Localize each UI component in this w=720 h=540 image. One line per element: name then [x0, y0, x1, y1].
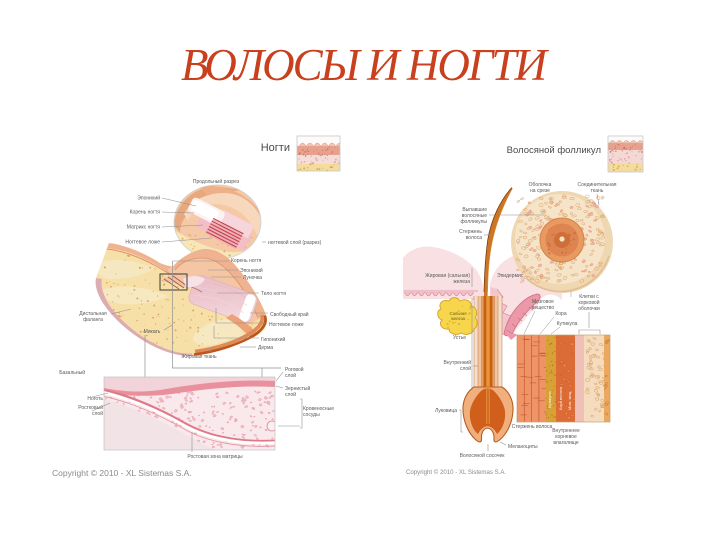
svg-text:Матрикс ногтя: Матрикс ногтя: [127, 225, 161, 231]
svg-text:Соединительная: Соединительная: [578, 182, 617, 188]
svg-text:Ногтевое ложе: Ногтевое ложе: [125, 240, 160, 246]
svg-text:Эпонихий: Эпонихий: [240, 267, 263, 274]
svg-text:Мякоть: Мякоть: [144, 329, 161, 335]
svg-text:Базальный: Базальный: [59, 369, 85, 376]
svg-text:Кровеносные: Кровеносные: [303, 406, 334, 412]
svg-text:оболочки: оболочки: [578, 306, 600, 312]
svg-text:слой: слой: [460, 365, 471, 372]
svg-text:вещество: вещество: [532, 305, 555, 311]
svg-text:Мозг. вещ.: Мозг. вещ.: [567, 391, 572, 410]
svg-text:ногтевой слой (разрез): ногтевой слой (разрез): [268, 239, 322, 246]
svg-text:слой: слой: [285, 372, 296, 379]
svg-text:Кора волоса: Кора волоса: [558, 386, 563, 410]
svg-text:Свободный край: Свободный край: [270, 311, 309, 318]
svg-text:Сальная: Сальная: [450, 311, 467, 316]
svg-text:Волосяной фолликул: Волосяной фолликул: [507, 145, 601, 156]
svg-text:Дерма: Дерма: [258, 345, 273, 351]
svg-text:Роговой: Роговой: [285, 366, 304, 373]
svg-text:фаланга: фаланга: [83, 317, 103, 323]
svg-text:корковой: корковой: [578, 299, 599, 306]
svg-text:сосуды: сосуды: [303, 412, 320, 418]
svg-text:Ногти: Ногти: [261, 142, 290, 154]
svg-text:на срезе: на срезе: [530, 188, 550, 194]
svg-text:Кора: Кора: [555, 311, 566, 317]
svg-text:Ногтевое ложе: Ногтевое ложе: [269, 322, 304, 328]
svg-text:корневое: корневое: [555, 434, 577, 440]
svg-text:Стержень волоса: Стержень волоса: [512, 424, 553, 430]
svg-text:Жировая ткань: Жировая ткань: [181, 354, 217, 360]
svg-text:Луночка: Луночка: [243, 275, 262, 281]
svg-text:Кутикула: Кутикула: [557, 321, 578, 327]
svg-text:Copyright © 2010 - XL Sistemas: Copyright © 2010 - XL Sistemas S.A.: [406, 469, 506, 476]
svg-text:железа: железа: [453, 279, 470, 285]
svg-text:Мозговое: Мозговое: [532, 299, 554, 305]
svg-text:Эпидермис: Эпидермис: [497, 273, 524, 279]
svg-text:Оболочка: Оболочка: [529, 182, 552, 188]
svg-text:Устье: Устье: [453, 335, 466, 341]
svg-text:Продольный разрез: Продольный разрез: [193, 178, 240, 185]
svg-text:Эпонихий: Эпонихий: [137, 195, 160, 202]
svg-text:Луковица: Луковица: [435, 408, 457, 414]
svg-text:ВОЛОСЫ И НОГТИ: ВОЛОСЫ И НОГТИ: [181, 40, 550, 90]
svg-text:ткань: ткань: [591, 188, 604, 194]
svg-text:Корень ногтя: Корень ногтя: [130, 210, 161, 216]
svg-text:Стержень: Стержень: [459, 229, 482, 235]
svg-text:Жировая (сальная): Жировая (сальная): [425, 273, 470, 279]
svg-text:Клетки с: Клетки с: [579, 294, 599, 300]
svg-text:Внутреннее: Внутреннее: [552, 428, 580, 434]
svg-text:Зернистый: Зернистый: [285, 385, 311, 392]
svg-text:Ростковый: Ростковый: [78, 404, 103, 411]
svg-text:влагалище: влагалище: [553, 440, 579, 446]
svg-text:Гипонихий: Гипонихий: [261, 336, 286, 343]
svg-text:железа: железа: [451, 316, 466, 321]
svg-text:Выпавшие: Выпавшие: [462, 207, 487, 213]
svg-text:Внутренний: Внутренний: [443, 359, 471, 366]
svg-text:волоса: волоса: [466, 235, 483, 241]
svg-text:Меланоциты: Меланоциты: [508, 444, 538, 450]
svg-text:Кутикула: Кутикула: [547, 391, 552, 408]
svg-text:Волосяной сосочек: Волосяной сосочек: [460, 452, 506, 459]
svg-text:Дистальная: Дистальная: [79, 311, 107, 317]
svg-text:Ноготь: Ноготь: [87, 396, 103, 402]
svg-text:слой: слой: [285, 391, 296, 398]
svg-text:Copyright © 2010 - XL Sistemas: Copyright © 2010 - XL Sistemas S.A.: [52, 468, 192, 478]
svg-text:Тело ногтя: Тело ногтя: [261, 291, 286, 297]
svg-text:волосяные: волосяные: [462, 213, 488, 219]
svg-text:Корень ногтя: Корень ногтя: [231, 258, 262, 264]
svg-text:слой: слой: [92, 410, 103, 417]
svg-text:фолликулы: фолликулы: [460, 219, 487, 225]
svg-text:Ростовая зона матрицы: Ростовая зона матрицы: [187, 454, 243, 460]
